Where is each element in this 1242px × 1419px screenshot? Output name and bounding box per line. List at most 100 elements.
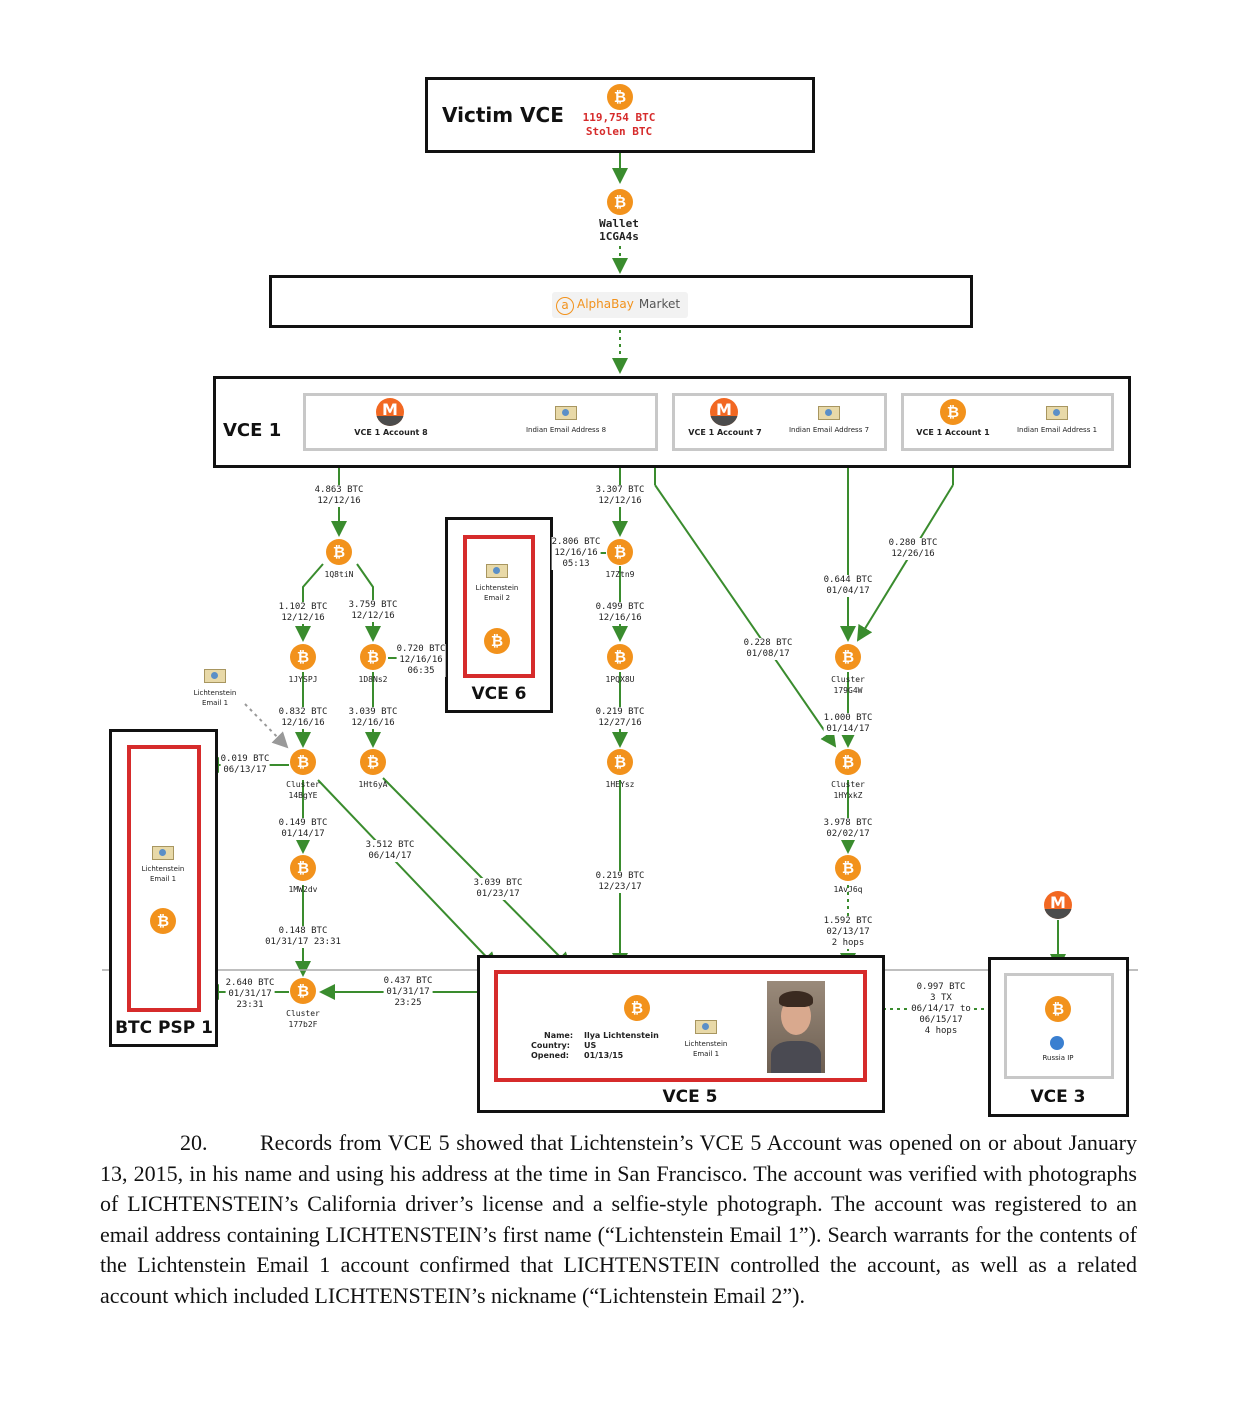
email-icon: [818, 406, 840, 420]
node-1jyspj: 1JYSPJ: [288, 675, 318, 684]
vce6-inner: [463, 535, 535, 678]
edge-label: 0.019 BTC 06/13/17: [220, 754, 270, 776]
vce1-account1-box: [901, 393, 1114, 451]
victim-vce-title: Victim VCE: [442, 103, 564, 127]
edge-label: 3.978 BTC 02/02/17: [823, 818, 873, 840]
vce5-country: US: [584, 1041, 597, 1050]
node-cluster-177b2f: Cluster 177b2F: [286, 1009, 320, 1029]
alphabay-name: AlphaBay: [577, 297, 634, 311]
edge-label: 1.592 BTC 02/13/17 2 hops: [823, 916, 873, 949]
edge-label: 0.644 BTC 01/04/17: [823, 575, 873, 597]
btc-psp1-email: Lichtenstein Email 1: [141, 865, 185, 883]
photo-hair: [779, 991, 813, 1007]
monero-icon: M: [1044, 891, 1072, 919]
vce1-account1-label: VCE 1 Account 1: [916, 428, 990, 437]
edge-label: 3.039 BTC 12/16/16: [348, 707, 398, 729]
vce3-title: VCE 3: [1030, 1087, 1086, 1107]
edge-label: 3.512 BTC 06/14/17: [365, 840, 415, 862]
btc-icon: ₿: [607, 189, 633, 215]
email-icon: [152, 846, 174, 860]
edge-label: 0.228 BTC 01/08/17: [743, 638, 793, 660]
vce5-name-label: Name:: [544, 1031, 574, 1040]
alphabay-icon: a: [556, 297, 574, 315]
btc-icon: ₿: [360, 644, 386, 670]
email-icon: [486, 564, 508, 578]
email-address-8: Indian Email Address 8: [525, 426, 607, 434]
monero-icon: M: [710, 398, 738, 426]
vce5-title: VCE 5: [662, 1087, 718, 1107]
edge-label: 0.997 BTC 3 TX 06/14/17 to 06/15/17 4 ho…: [911, 982, 971, 1037]
node-1avj6q: 1AvJ6q: [833, 885, 863, 894]
selfie-photo: [767, 981, 825, 1073]
edge-label: 3.759 BTC 12/12/16: [348, 600, 398, 622]
btc-icon: ₿: [360, 749, 386, 775]
edge-label: 0.148 BTC 01/31/17 23:31: [265, 926, 341, 948]
edge-label: 3.039 BTC 01/23/17: [473, 878, 523, 900]
email-icon: [1046, 406, 1068, 420]
btc-icon: ₿: [607, 539, 633, 565]
btc-icon: ₿: [607, 644, 633, 670]
node-1heysz: 1HEYsz: [605, 780, 635, 789]
btc-icon: ₿: [835, 644, 861, 670]
vce3-inner: [1004, 973, 1114, 1079]
edge-label: 4.863 BTC 12/12/16: [314, 485, 364, 507]
vce5-name: Ilya Lichtenstein: [584, 1031, 659, 1040]
paragraph-number: 20.: [180, 1130, 208, 1155]
btc-icon: ₿: [940, 399, 966, 425]
edge-label: 0.219 BTC 12/23/17: [595, 871, 645, 893]
btc-icon: ₿: [150, 908, 176, 934]
btc-icon: ₿: [607, 749, 633, 775]
node-1q8tin: 1Q8tiN: [324, 570, 354, 579]
btc-icon: ₿: [1045, 996, 1071, 1022]
email-address-7: Indian Email Address 7: [788, 426, 870, 434]
edge-label: 0.437 BTC 01/31/17 23:25: [383, 976, 433, 1009]
russia-ip-label: Russia IP: [1042, 1054, 1074, 1062]
edge-label: 0.280 BTC 12/26/16: [888, 538, 938, 560]
btc-icon: ₿: [484, 628, 510, 654]
vce6-title: VCE 6: [471, 684, 527, 704]
btc-icon: ₿: [326, 539, 352, 565]
node-cluster-14bgye: Cluster 14BgYE: [286, 780, 320, 800]
monero-icon: M: [376, 398, 404, 426]
btc-icon: ₿: [624, 995, 650, 1021]
email-icon: [555, 406, 577, 420]
btc-icon: ₿: [290, 644, 316, 670]
edge-label: 0.720 BTC 12/16/16 06:35: [396, 644, 446, 677]
btc-psp1-inner: [127, 745, 201, 1012]
email-address-1: Indian Email Address 1: [1016, 426, 1098, 434]
vce5-email: Lichtenstein Email 1: [684, 1040, 728, 1058]
paragraph-20: 20.Records from VCE 5 showed that Lichte…: [100, 1128, 1137, 1312]
node-1ht6ya: 1Ht6yA: [358, 780, 388, 789]
edge-label: 1.000 BTC 01/14/17: [823, 713, 873, 735]
floating-email-label: Lichtenstein Email 1: [193, 689, 237, 707]
email-icon: [204, 669, 226, 683]
wallet-address: 1CGA4s: [599, 230, 639, 243]
vce1-account8-label: VCE 1 Account 8: [354, 428, 428, 437]
market-name: Market: [635, 297, 681, 311]
wallet-label: Wallet: [599, 217, 639, 230]
vce6-email: Lichtenstein Email 2: [475, 584, 519, 602]
btc-icon: ₿: [290, 978, 316, 1004]
vce5-opened-label: Opened:: [531, 1051, 569, 1060]
edge-label: 0.149 BTC 01/14/17: [278, 818, 328, 840]
btc-psp1-title: BTC PSP 1: [115, 1018, 213, 1038]
node-1d8ns2: 1D8Ns2: [358, 675, 388, 684]
node-cluster-1hyxkz: Cluster 1HYxkZ: [831, 780, 865, 800]
vce1-account8-box: [303, 393, 658, 451]
edge-label: 0.499 BTC 12/16/16: [595, 602, 645, 624]
globe-icon: [1050, 1036, 1064, 1050]
email-icon: [695, 1020, 717, 1034]
btc-icon: ₿: [607, 84, 633, 110]
node-1mw2dv: 1MW2dv: [288, 885, 318, 894]
vce5-opened: 01/13/15: [584, 1051, 624, 1060]
btc-icon: ₿: [835, 855, 861, 881]
edge-label: 2.806 BTC 12/16/16 05:13: [551, 537, 601, 570]
stolen-amount: 119,754 BTC: [582, 111, 656, 124]
edge-label: 1.102 BTC 12/12/16: [278, 602, 328, 624]
btc-icon: ₿: [835, 749, 861, 775]
vce1-account7-label: VCE 1 Account 7: [688, 428, 762, 437]
btc-icon: ₿: [290, 749, 316, 775]
vce5-country-label: Country:: [531, 1041, 570, 1050]
photo-shirt: [771, 1041, 821, 1073]
edge-label: 3.307 BTC 12/12/16: [595, 485, 645, 507]
